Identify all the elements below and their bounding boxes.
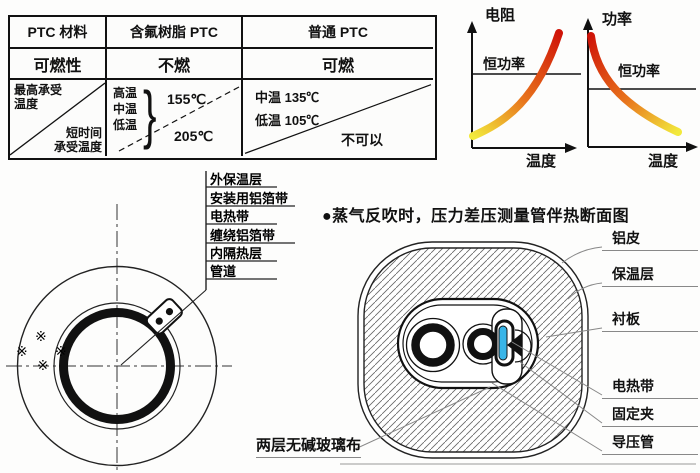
- clip-bulge-arc: [514, 329, 532, 363]
- cell-text: 可燃: [321, 57, 354, 75]
- duct-section-title: ●蒸气反吹时，压力差压测量管伴热断面图: [322, 208, 630, 225]
- cell-text: 可燃性: [33, 57, 82, 75]
- table-header-fluoro-ptc: 含氟树脂 PTC: [107, 17, 243, 49]
- normal-mid-temp: 中温 135℃: [255, 90, 320, 105]
- level-low: 低温: [113, 118, 138, 132]
- leader-liner: [545, 327, 603, 338]
- label-fixing-clip: 固定夹: [602, 404, 698, 427]
- short-time-temp-label: 短时间 承受温度: [54, 126, 102, 154]
- conductor-dot: [155, 317, 163, 325]
- snowflake-mark: ※: [55, 343, 67, 359]
- y-axis-arrow: [467, 21, 477, 33]
- max-temp-label: 最高承受 温度: [14, 83, 62, 111]
- resistance-temperature-chart: 电阻 恒功率 温度: [467, 6, 581, 170]
- flammability-normal: 可燃: [243, 49, 433, 80]
- temperature-header-cell: 最高承受 温度 短时间 承受温度: [10, 80, 107, 156]
- heating-tape-element: [145, 298, 183, 335]
- pipe-cross-section-diagram: 外保温层 安装用铝箔带 电热带 缠绕铝箔带 内隔热层 管道 ※ ※ ※ ※: [6, 171, 295, 472]
- label-liner-plate: 衬板: [602, 309, 698, 332]
- label-insulation-layer: 保温层: [602, 264, 698, 287]
- table-header-material: PTC 材料: [10, 17, 107, 49]
- label-wrapped-foil-tape: 缠绕铝箔带: [210, 228, 275, 243]
- impulse-pipe-left: [411, 323, 455, 367]
- pipe-wall-ring: [59, 308, 175, 424]
- snowflake-mark: ※: [16, 343, 28, 359]
- ptc-comparison-table: PTC 材料 含氟树脂 PTC 普通 PTC 可燃性 不燃 可燃 最高承受 温度…: [8, 15, 437, 160]
- power-temperature-chart: 功率 恒功率 温度: [583, 10, 698, 170]
- y-axis-arrow: [583, 18, 593, 30]
- label-install-foil-tape: 安装用铝箔带: [210, 191, 288, 206]
- level-mid: 中温: [113, 102, 138, 116]
- power-curve: [587, 32, 682, 136]
- label-outer-insulation: 外保温层: [209, 172, 262, 187]
- x-axis-label: 温度: [526, 152, 557, 170]
- short-temp-line1: 短时间: [65, 126, 102, 140]
- label-heating-tape: 电热带: [210, 209, 249, 224]
- impulse-line-cross-section-diagram: [340, 241, 696, 465]
- fluoro-short-temp: 205℃: [174, 128, 214, 144]
- fluoro-max-temp: 155℃: [167, 91, 207, 107]
- table-header-normal-ptc: 普通 PTC: [243, 17, 433, 49]
- label-pipe: 管道: [210, 264, 236, 279]
- fixing-clip: [507, 333, 522, 357]
- header-label: 普通 PTC: [308, 24, 368, 40]
- header-label: 含氟树脂 PTC: [130, 24, 218, 40]
- label-heating-tape: 电热带: [602, 376, 698, 399]
- label-aluminium-skin: 铝皮: [602, 228, 698, 251]
- leader-fixing-clip: [519, 361, 603, 424]
- level-high: 高温: [113, 86, 138, 100]
- label-inner-heat-layer: 内隔热层: [210, 246, 262, 261]
- normal-short-temp: 不可以: [341, 132, 383, 148]
- snowflake-mark: ※: [37, 357, 49, 373]
- heating-tape-blue: [498, 325, 508, 361]
- constant-power-label: 恒功率: [483, 56, 525, 72]
- leader-impulse-pipe: [491, 382, 603, 452]
- temperature-normal-cell: 中温 135℃ 低温 105℃ 不可以: [243, 80, 433, 156]
- x-axis-arrow: [565, 143, 577, 153]
- short-temp-line2: 承受温度: [53, 140, 102, 154]
- label-impulse-pipe: 导压管: [602, 432, 698, 455]
- diagonal-divider: [10, 82, 105, 156]
- label-glass-cloth: 两层无碱玻璃布: [256, 434, 362, 458]
- y-axis-label: 功率: [602, 10, 632, 28]
- leader-aluminium-skin: [561, 246, 603, 264]
- dashed-diagonal: [118, 86, 240, 152]
- leader-line: [120, 289, 207, 366]
- brace-glyph: }: [143, 79, 157, 150]
- leader-insulation: [567, 282, 603, 300]
- constant-power-label: 恒功率: [618, 63, 660, 79]
- flammability-row-label: 可燃性: [10, 49, 107, 80]
- max-temp-line1: 最高承受: [14, 83, 63, 97]
- flammability-fluoro: 不燃: [107, 49, 243, 80]
- snowflake-mark: ※: [35, 328, 47, 344]
- cell-text: 不燃: [157, 57, 190, 75]
- inner-layer-circle: [53, 302, 181, 430]
- heating-tape-body: [145, 298, 183, 335]
- diagonal-divider: [244, 84, 432, 154]
- conductor-dot: [165, 307, 174, 316]
- resistance-curve: [469, 29, 563, 140]
- x-axis-label: 温度: [648, 152, 679, 170]
- impulse-pipe-mid: [467, 328, 499, 360]
- max-temp-line2: 温度: [14, 97, 39, 111]
- header-label: PTC 材料: [27, 24, 88, 40]
- leader-heating-tape: [511, 341, 603, 396]
- leader-glass-cloth: [352, 386, 491, 451]
- outer-insulation-circle: [16, 265, 218, 467]
- temp-levels: 高温 中温 低温: [113, 85, 137, 133]
- temperature-fluoro-cell: 高温 中温 低温 } 155℃ 205℃: [107, 79, 243, 156]
- y-axis-label: 电阻: [485, 6, 515, 24]
- x-axis-arrow: [686, 142, 698, 152]
- normal-low-temp: 低温 105℃: [255, 113, 320, 128]
